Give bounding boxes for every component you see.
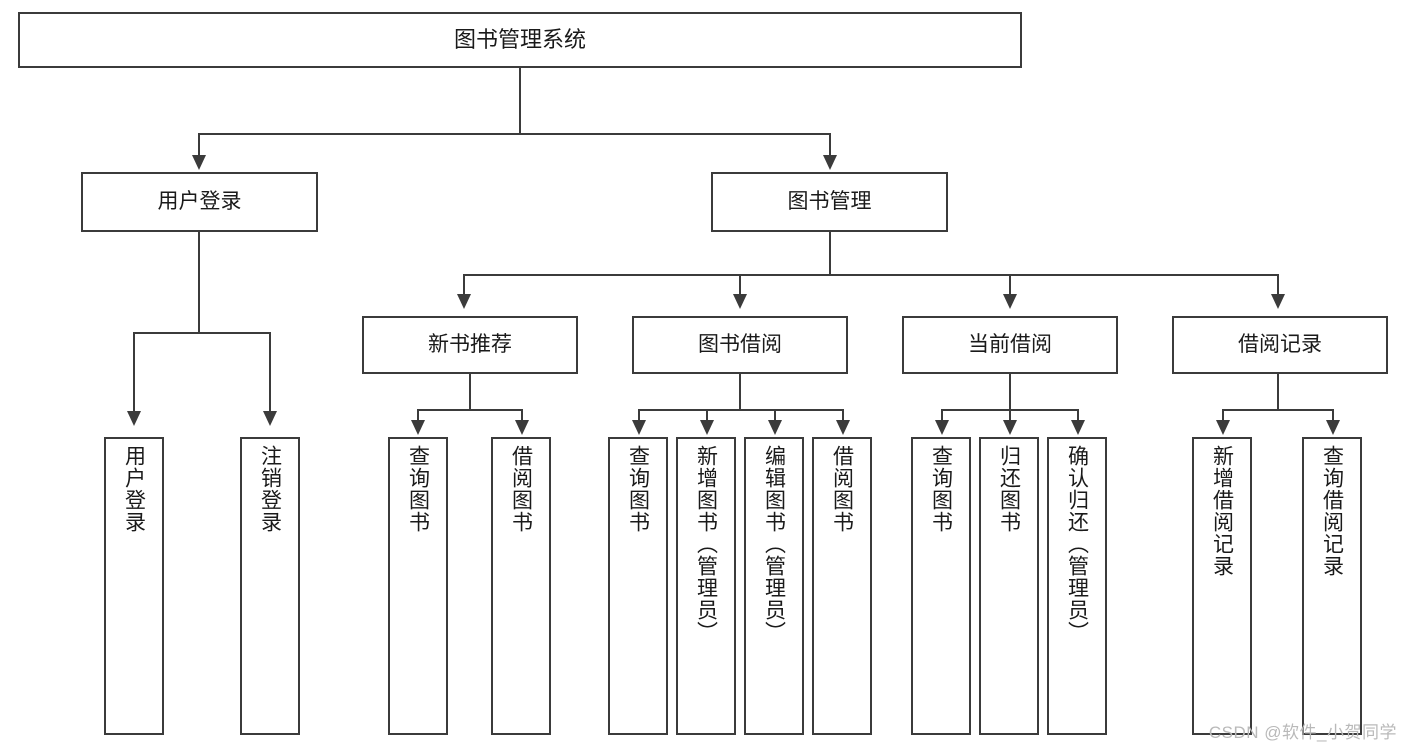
node-label: 借阅图书: [830, 445, 854, 533]
arrowhead-nb-to-leaf-1: [411, 420, 425, 435]
edge-user-login-to-leaf-2: [269, 332, 271, 413]
node-label: 新增图书（管理员）: [694, 445, 718, 643]
node-book-management[interactable]: 图书管理: [711, 172, 948, 232]
leaf-current-borrow-query[interactable]: 查询图书: [911, 437, 971, 735]
node-label: 编辑图书（管理员）: [762, 445, 786, 643]
node-label: 图书管理: [787, 189, 872, 213]
leaf-new-book-query[interactable]: 查询图书: [388, 437, 448, 735]
leaf-current-borrow-confirm-return[interactable]: 确认归还（管理员）: [1047, 437, 1107, 735]
node-label: 用户登录: [157, 189, 242, 213]
leaf-borrow-records-add[interactable]: 新增借阅记录: [1192, 437, 1252, 735]
arrowhead-root-to-user-login: [192, 155, 206, 170]
edge-user-login-to-leaf-1: [133, 332, 135, 413]
edge-br-to-leaf-1: [1222, 409, 1224, 422]
edge-br-to-leaf-2: [1332, 409, 1334, 422]
edge-bm-to-book-borrow: [739, 274, 741, 296]
arrowhead-bb-to-leaf-4: [836, 420, 850, 435]
node-label: 查询图书: [406, 445, 430, 533]
arrowhead-bm-to-book-borrow: [733, 294, 747, 309]
edge-current-borrow-stem: [1009, 374, 1011, 410]
edge-bm-to-borrow-records: [1277, 274, 1279, 296]
arrowhead-root-to-book-management: [823, 155, 837, 170]
leaf-book-borrow-edit[interactable]: 编辑图书（管理员）: [744, 437, 804, 735]
arrowhead-br-to-leaf-2: [1326, 420, 1340, 435]
edge-cb-to-leaf-3: [1077, 409, 1079, 422]
edge-book-management-bar: [463, 274, 1277, 276]
arrowhead-cb-to-leaf-3: [1071, 420, 1085, 435]
edge-nb-to-leaf-1: [417, 409, 419, 422]
node-label: 归还图书: [997, 445, 1021, 533]
leaf-book-borrow-add[interactable]: 新增图书（管理员）: [676, 437, 736, 735]
edge-root-to-book-management: [829, 133, 831, 157]
edge-cb-to-leaf-2: [1009, 409, 1011, 422]
leaf-book-borrow-query[interactable]: 查询图书: [608, 437, 668, 735]
node-label: 查询借阅记录: [1320, 445, 1344, 577]
node-label: 新增借阅记录: [1210, 445, 1234, 577]
arrowhead-user-login-to-leaf-2: [263, 411, 277, 426]
arrowhead-user-login-to-leaf-1: [127, 411, 141, 426]
node-label: 借阅记录: [1238, 332, 1322, 356]
edge-book-management-stem: [829, 232, 831, 275]
node-label: 图书借阅: [698, 332, 782, 356]
edge-user-login-stem: [198, 232, 200, 333]
edge-book-borrow-bar: [638, 409, 844, 411]
node-new-book-recommend[interactable]: 新书推荐: [362, 316, 578, 374]
node-label: 用户登录: [122, 445, 146, 533]
arrowhead-bb-to-leaf-3: [768, 420, 782, 435]
arrowhead-bb-to-leaf-1: [632, 420, 646, 435]
edge-root-stem: [519, 68, 521, 134]
edge-user-login-bar: [133, 332, 270, 334]
edge-nb-to-leaf-2: [521, 409, 523, 422]
node-root-book-management-system[interactable]: 图书管理系统: [18, 12, 1022, 68]
node-user-login[interactable]: 用户登录: [81, 172, 318, 232]
arrowhead-bm-to-new-book: [457, 294, 471, 309]
node-label: 借阅图书: [509, 445, 533, 533]
edge-cb-to-leaf-1: [941, 409, 943, 422]
node-label: 查询图书: [929, 445, 953, 533]
leaf-user-login-logout[interactable]: 注销登录: [240, 437, 300, 735]
node-borrow-records[interactable]: 借阅记录: [1172, 316, 1388, 374]
edge-new-book-stem: [469, 374, 471, 410]
leaf-book-borrow-borrow[interactable]: 借阅图书: [812, 437, 872, 735]
edge-bb-to-leaf-1: [638, 409, 640, 422]
edge-new-book-bar: [417, 409, 523, 411]
node-book-borrow[interactable]: 图书借阅: [632, 316, 848, 374]
edge-root-bar: [198, 133, 831, 135]
edge-bb-to-leaf-4: [842, 409, 844, 422]
edge-bb-to-leaf-3: [774, 409, 776, 422]
node-label: 查询图书: [626, 445, 650, 533]
leaf-current-borrow-return[interactable]: 归还图书: [979, 437, 1039, 735]
node-label: 图书管理系统: [453, 27, 586, 53]
arrowhead-bm-to-borrow-records: [1271, 294, 1285, 309]
edge-book-borrow-stem: [739, 374, 741, 410]
arrowhead-cb-to-leaf-1: [935, 420, 949, 435]
node-label: 确认归还（管理员）: [1065, 445, 1089, 643]
arrowhead-bb-to-leaf-2: [700, 420, 714, 435]
arrowhead-cb-to-leaf-2: [1003, 420, 1017, 435]
edge-bb-to-leaf-2: [706, 409, 708, 422]
node-label: 新书推荐: [428, 332, 512, 356]
edge-borrow-records-stem: [1277, 374, 1279, 410]
edge-bm-to-new-book: [463, 274, 465, 296]
arrowhead-nb-to-leaf-2: [515, 420, 529, 435]
leaf-borrow-records-query[interactable]: 查询借阅记录: [1302, 437, 1362, 735]
node-current-borrow[interactable]: 当前借阅: [902, 316, 1118, 374]
arrowhead-br-to-leaf-1: [1216, 420, 1230, 435]
edge-root-to-user-login: [198, 133, 200, 157]
edge-borrow-records-bar: [1222, 409, 1334, 411]
arrowhead-bm-to-current-borrow: [1003, 294, 1017, 309]
node-label: 当前借阅: [968, 332, 1052, 356]
leaf-new-book-borrow[interactable]: 借阅图书: [491, 437, 551, 735]
leaf-user-login-login[interactable]: 用户登录: [104, 437, 164, 735]
edge-bm-to-current-borrow: [1009, 274, 1011, 296]
node-label: 注销登录: [258, 445, 282, 533]
